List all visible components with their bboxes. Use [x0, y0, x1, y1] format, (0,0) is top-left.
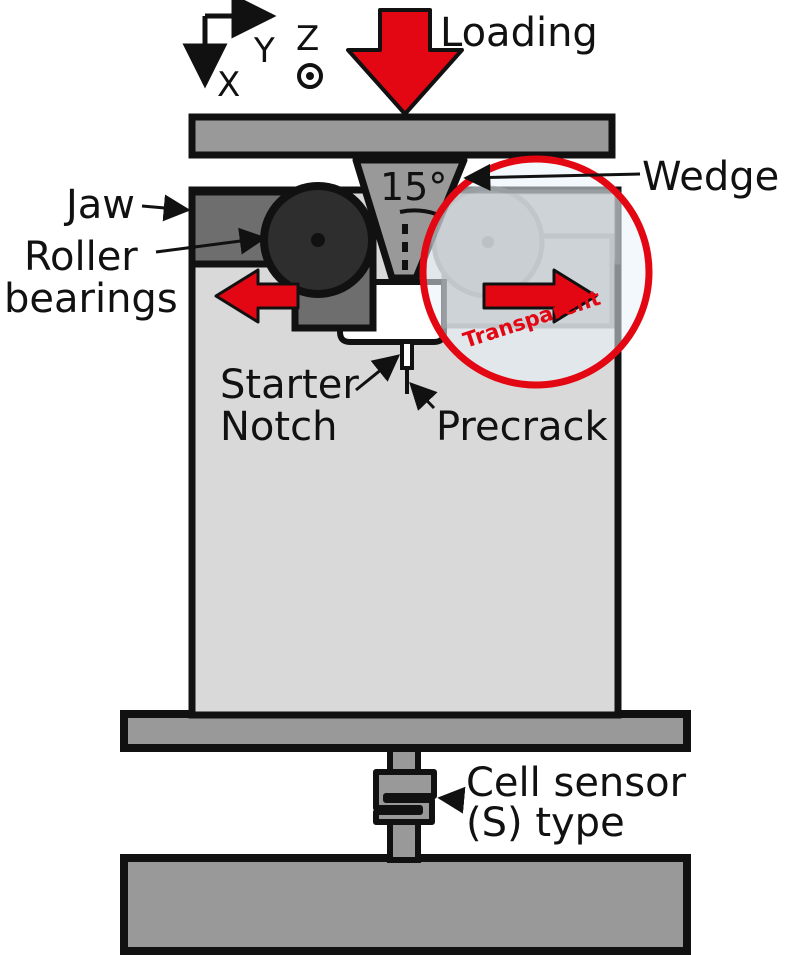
transparent-lens [419, 155, 653, 389]
left-displacement-arrow-icon [214, 268, 300, 324]
cell-sensor-label-line1: Cell sensor [466, 760, 687, 806]
precrack-leader [409, 382, 438, 411]
starter-notch [400, 340, 414, 370]
cell-sensor-label-line2: (S) type [466, 800, 625, 846]
left-roller-axle-icon [311, 233, 325, 247]
load-arrow-icon [346, 8, 464, 116]
cell-sensor-leader [437, 786, 466, 814]
lower-platen [120, 710, 691, 752]
wedge-angle-arc [399, 208, 437, 216]
roller-label-line2: bearings [4, 276, 178, 322]
loading-label: Loading [440, 10, 598, 56]
roller-leader [155, 227, 267, 255]
starter-notch-label-line1: Starter [220, 362, 359, 408]
starter-notch-label-line2: Notch [220, 404, 337, 450]
precrack-label: Precrack [436, 404, 609, 450]
wedge [352, 156, 468, 282]
upper-platen [188, 113, 616, 159]
z-axis-label: Z [296, 19, 319, 59]
right-displacement-arrow-icon [482, 268, 598, 324]
jaw-leader [141, 194, 191, 222]
coordinate-axes [182, 0, 323, 89]
starter-notch-leader [355, 354, 401, 392]
roller-label-line1: Roller [24, 234, 138, 280]
s-type-load-cell-icon [373, 769, 437, 825]
z-axis-dot-icon [306, 72, 314, 80]
z-axis-icon [297, 63, 323, 89]
wedge-angle-label: 15° [380, 165, 447, 209]
wedge-label: Wedge [642, 154, 779, 200]
wedge-leader [463, 163, 641, 191]
base-plate [120, 854, 691, 955]
x-axis-label: X [217, 65, 240, 105]
jaw-label: Jaw [63, 182, 135, 228]
y-axis-label: Y [253, 31, 275, 71]
